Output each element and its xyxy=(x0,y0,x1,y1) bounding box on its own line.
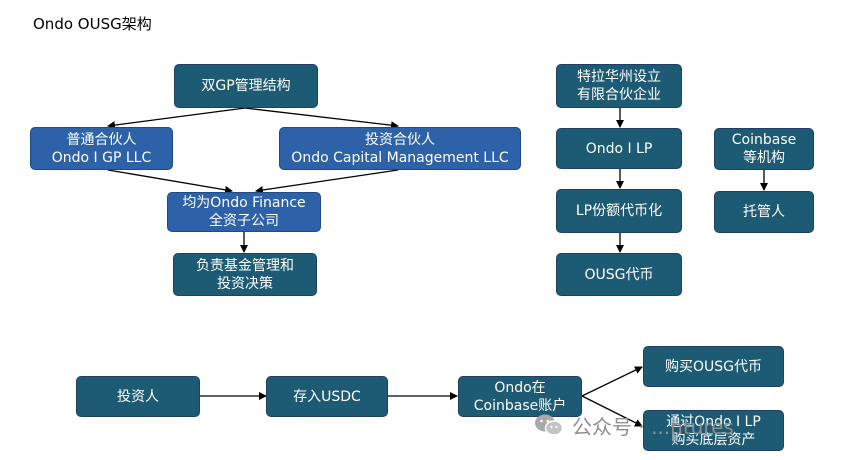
node-buy-ousg: 购买OUSG代币 xyxy=(643,346,784,387)
node-investment-partner: 投资合伙人 Ondo Capital Management LLC xyxy=(279,127,521,170)
watermark: 公众号 · ...ntures xyxy=(534,410,734,440)
node-ousg-token: OUSG代币 xyxy=(556,253,682,296)
watermark-text: 公众号 · ...ntures xyxy=(572,414,734,439)
node-ondo-lp: Ondo I LP xyxy=(556,128,682,169)
edge-ondo-buyunderlying xyxy=(581,395,643,427)
node-delaware-lp: 特拉华州设立 有限合伙企业 xyxy=(556,64,682,108)
node-investor: 投资人 xyxy=(76,376,200,417)
node-deposit-usdc: 存入USDC xyxy=(266,376,388,417)
node-ondo-coinbase-account: Ondo在 Coinbase账户 xyxy=(458,376,582,417)
node-coinbase-institutions: Coinbase 等机构 xyxy=(714,128,814,170)
node-general-partner: 普通合伙人 Ondo I GP LLC xyxy=(30,127,173,170)
edge-dualgp-ip xyxy=(244,107,399,130)
node-buy-underlying: 通过Ondo I LP 购买底层资产 xyxy=(643,410,784,451)
node-subsidiary: 均为Ondo Finance 全资子公司 xyxy=(167,192,321,232)
edge-gp-subsidiary xyxy=(107,169,233,194)
edge-ondo-buyousg xyxy=(581,366,643,397)
node-dual-gp: 双GP管理结构 xyxy=(174,64,318,108)
edge-dualgp-gp xyxy=(107,107,246,130)
node-lp-tokenize: LP份额代币化 xyxy=(556,189,682,233)
wechat-icon xyxy=(535,414,564,436)
page-title: Ondo OUSG架构 xyxy=(33,15,152,33)
node-fund-management: 负责基金管理和 投资决策 xyxy=(173,253,317,296)
node-custodian: 托管人 xyxy=(714,191,814,233)
edge-ip-subsidiary xyxy=(255,169,399,194)
